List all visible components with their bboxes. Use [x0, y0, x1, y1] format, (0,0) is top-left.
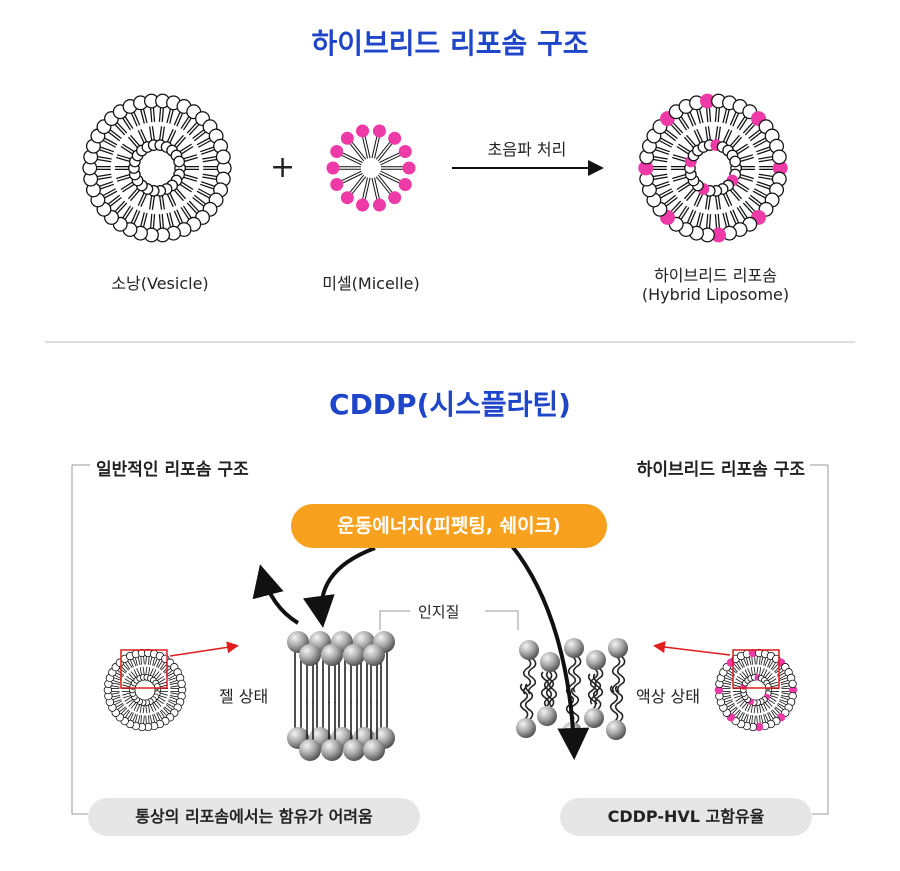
lipid-head [540, 652, 560, 672]
liquid-state-label: 액상 상태 [636, 683, 700, 707]
right-header: 하이브리드 리포솜 구조 [637, 455, 805, 480]
phospholipid-label: 인지질 [418, 601, 459, 622]
micelle-head [330, 178, 343, 191]
lipid-head [321, 739, 343, 761]
small-liposome-left [104, 649, 186, 731]
hybrid-label-line2: (Hybrid Liposome) [628, 285, 803, 304]
lipid-head [299, 644, 321, 666]
gel-state-bilayer [287, 631, 395, 761]
phospholipid-bracket-right [485, 611, 518, 630]
lipid-head [299, 739, 321, 761]
gel-state-label: 젤 상태 [219, 683, 268, 707]
vesicle-illustration [83, 94, 231, 242]
zoom-arrow-right [656, 646, 730, 655]
lipid-head [586, 650, 606, 670]
lipid-head [730, 156, 741, 167]
micelle-head [327, 162, 340, 175]
lipid-head [343, 644, 365, 666]
micelle-head [399, 178, 412, 191]
micelle-head [341, 191, 354, 204]
lipid-head [564, 638, 584, 658]
hybrid-label-line1: 하이브리드 리포솜 [628, 262, 803, 286]
micelle-illustration [327, 124, 416, 211]
process-label: 초음파 처리 [452, 136, 602, 160]
micelle-head [388, 191, 401, 204]
micelle-label: 미셀(Micelle) [296, 270, 446, 294]
lipid-tail [618, 656, 625, 692]
left-result-pill: 통상의 리포솜에서는 함유가 어려움 [88, 798, 420, 836]
energy-arrow-to-gel [321, 548, 375, 620]
lipid-head [216, 150, 230, 164]
right-bracket [812, 465, 828, 814]
lipid-head [537, 706, 557, 726]
lipid-head [178, 680, 186, 688]
micelle-head [330, 145, 343, 158]
micelle-head [341, 132, 354, 145]
top-title: 하이브리드 리포솜 구조 [0, 22, 900, 62]
lipid-head [174, 156, 185, 167]
micelle-head [388, 132, 401, 145]
right-result-pill: CDDP-HVL 고함유율 [560, 798, 812, 836]
bottom-title: CDDP(시스플라틴) [0, 383, 900, 423]
lipid-head [519, 640, 539, 660]
micelle-head [403, 162, 416, 175]
rebound-arrow [262, 572, 298, 623]
lipid-head [363, 739, 385, 761]
zoom-arrow-left [170, 646, 236, 656]
lipid-head [789, 680, 797, 688]
small-liposome-right [715, 649, 797, 731]
lipid-head [363, 644, 385, 666]
plus-sign: + [270, 150, 295, 185]
lipid-head [343, 739, 365, 761]
lipid-head [772, 150, 786, 164]
micelle-head [399, 145, 412, 158]
left-bracket [72, 465, 88, 814]
left-header: 일반적인 리포솜 구조 [96, 455, 249, 480]
lipid-tail [574, 656, 581, 692]
micelle-head [373, 124, 386, 137]
hybrid-liposome-illustration [639, 94, 787, 242]
phospholipid-bracket-left [380, 611, 410, 630]
kinetic-energy-pill: 운동에너지(피펫팅, 쉐이크) [291, 504, 607, 548]
micelle-head [356, 199, 369, 212]
lipid-head [608, 638, 628, 658]
lipid-head [584, 708, 604, 728]
lipid-head [516, 718, 536, 738]
micelle-head [356, 124, 369, 137]
lipid-tail [529, 658, 536, 694]
lipid-head [321, 644, 343, 666]
vesicle-label: 소낭(Vesicle) [85, 270, 235, 294]
micelle-head [373, 199, 386, 212]
lipid-head [606, 720, 626, 740]
